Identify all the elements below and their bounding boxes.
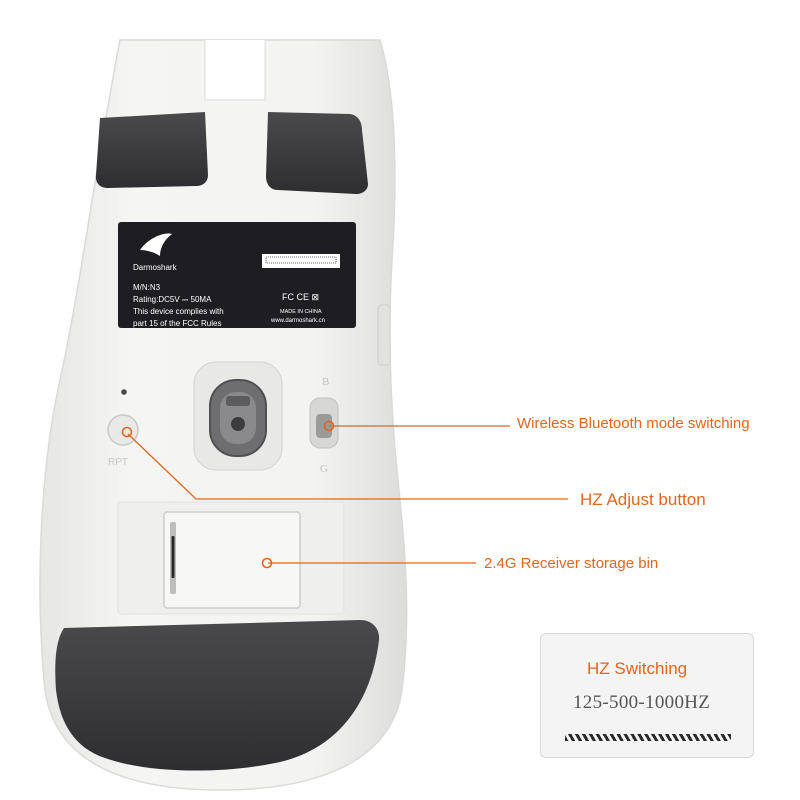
hz-card-stripes [565,734,731,741]
hz-card-value: 125-500-1000HZ [573,692,711,713]
callout-mode-switch: Wireless Bluetooth mode switching [517,415,750,432]
label-brand: Darmoshark [133,263,178,272]
callout-marker-bin [261,557,273,569]
label-made-in: MADE IN CHINA [280,309,322,315]
callout-hz-button: HZ Adjust button [580,490,706,509]
label-compliance-2: part 15 of the FCC Rules [133,319,221,328]
mouse-foot-right [266,112,368,194]
label-cert: FC CE ⊠ [282,292,319,302]
rpt-button-label: RPT [108,457,128,468]
receiver-bin-cover [163,511,301,609]
sensor-lens-icon [231,417,245,431]
indicator-led [121,389,127,395]
mouse-foot-left [95,112,208,188]
callout-marker-button [121,426,133,438]
label-website: www.darmoshark.cn [270,318,325,324]
label-model: M/N:N3 [133,283,161,292]
switch-label-top: B [322,376,329,388]
shark-logo-icon [140,233,172,256]
label-compliance-1: This device complies with [133,307,224,316]
barcode [262,254,340,268]
callout-receiver-bin: 2.4G Receiver storage bin [484,555,659,572]
hz-card-title: HZ Switching [587,659,688,678]
switch-label-bottom: G [320,463,328,475]
mouse-foot-bottom [55,620,380,771]
label-rating: Rating:DC5V ⎓ 50MA [133,295,212,304]
hz-switching-card: HZ Switching 125-500-1000HZ [540,633,754,758]
label-sticker [118,222,356,328]
side-button [377,304,391,366]
callout-marker-switch [323,420,335,432]
